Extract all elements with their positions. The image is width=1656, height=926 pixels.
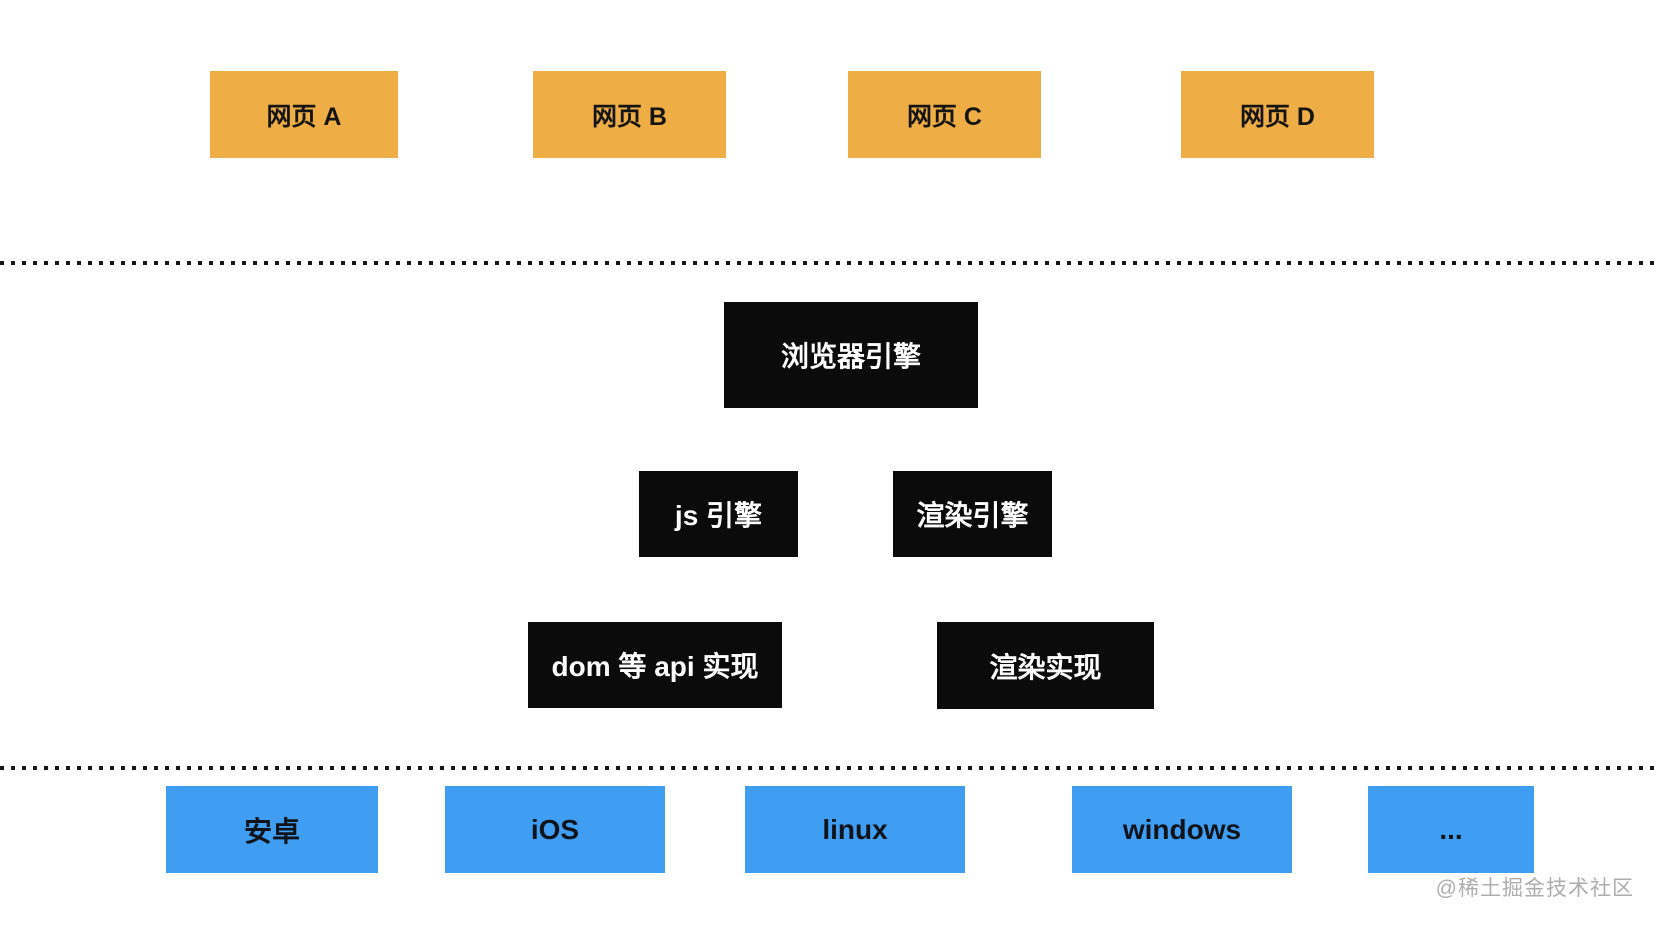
os-box-ios: iOS (445, 786, 665, 873)
js-engine-label: js 引擎 (674, 500, 763, 531)
page-box-a-label: 网页 A (266, 102, 342, 131)
dom-api-implementation-label: dom 等 api 实现 (551, 651, 759, 682)
page-box-a: 网页 A (210, 71, 398, 158)
page-box-c: 网页 C (848, 71, 1041, 158)
js-engine-box: js 引擎 (639, 471, 798, 557)
os-box-more-label: ... (1439, 813, 1463, 845)
os-box-windows-label: windows (1122, 813, 1242, 845)
divider-dotted-bottom (0, 766, 1656, 770)
render-engine-box: 渲染引擎 (893, 471, 1052, 557)
browser-engine-label: 浏览器引擎 (780, 341, 921, 372)
render-implementation-box: 渲染实现 (937, 622, 1154, 709)
os-box-android-label: 安卓 (243, 815, 300, 847)
os-box-android: 安卓 (166, 786, 378, 873)
os-box-linux: linux (745, 786, 965, 873)
render-engine-label: 渲染引擎 (916, 500, 1029, 531)
os-box-more: ... (1368, 786, 1534, 873)
page-box-d-label: 网页 D (1239, 102, 1315, 131)
page-box-b-label: 网页 B (591, 102, 667, 131)
page-box-d: 网页 D (1181, 71, 1374, 158)
divider-dotted-top (0, 261, 1656, 265)
os-box-ios-label: iOS (530, 813, 580, 845)
browser-engine-box: 浏览器引擎 (724, 302, 978, 408)
page-box-c-label: 网页 C (906, 102, 982, 131)
dom-api-implementation-box: dom 等 api 实现 (528, 622, 782, 708)
render-implementation-label: 渲染实现 (989, 651, 1102, 683)
os-box-linux-label: linux (822, 813, 888, 845)
os-box-windows: windows (1072, 786, 1292, 873)
page-box-b: 网页 B (533, 71, 726, 158)
watermark: @稀土掘金技术社区 (1435, 877, 1634, 900)
